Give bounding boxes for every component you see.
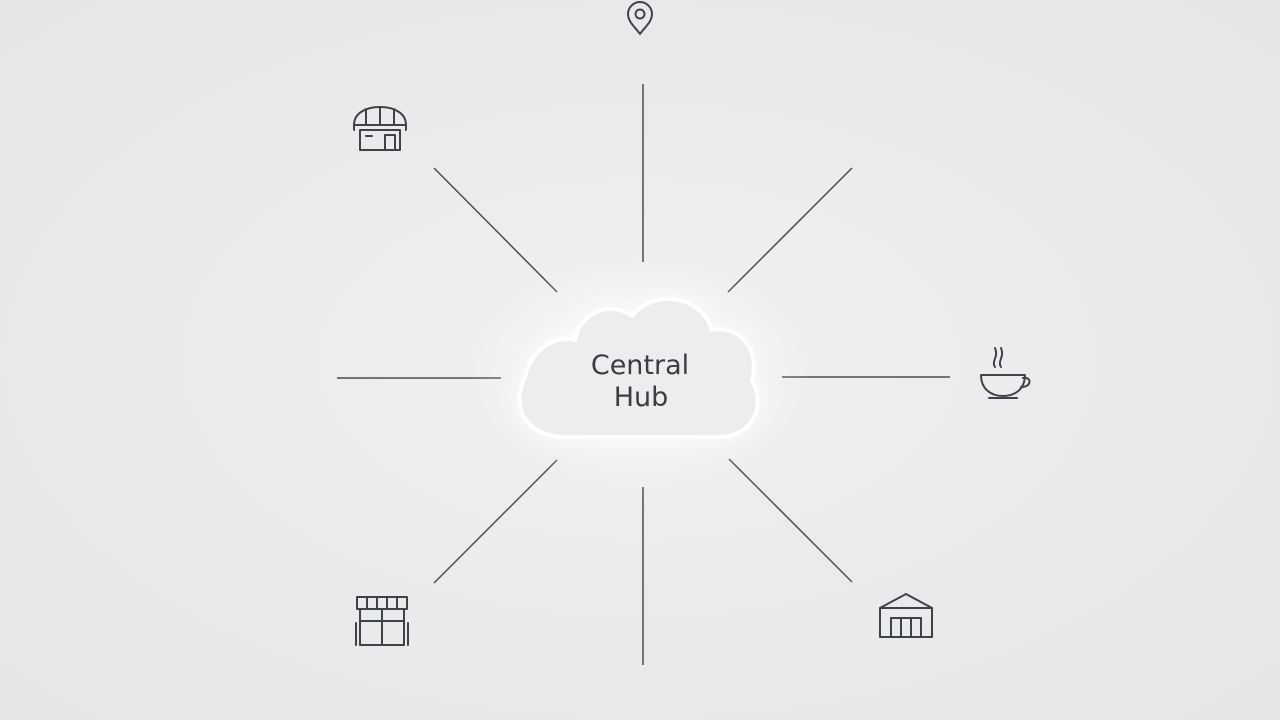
coffee-cup-icon (980, 347, 1031, 399)
warehouse-icon (879, 593, 933, 638)
connector-line-bottom-right (728, 458, 853, 583)
connector-lines (337, 84, 950, 665)
storefront-icon (355, 596, 409, 646)
central-hub: Central Hub (470, 255, 810, 495)
connector-line-top-left (433, 167, 558, 293)
connector-line-top-right (727, 167, 853, 293)
market-stall-icon (353, 106, 407, 151)
connector-line-bottom-left (433, 459, 558, 584)
hub-cloud-icon (517, 296, 760, 439)
location-pin-icon (627, 1, 653, 35)
hub-label-line1: Central (591, 350, 689, 381)
hub-label-line2: Hub (614, 382, 669, 413)
